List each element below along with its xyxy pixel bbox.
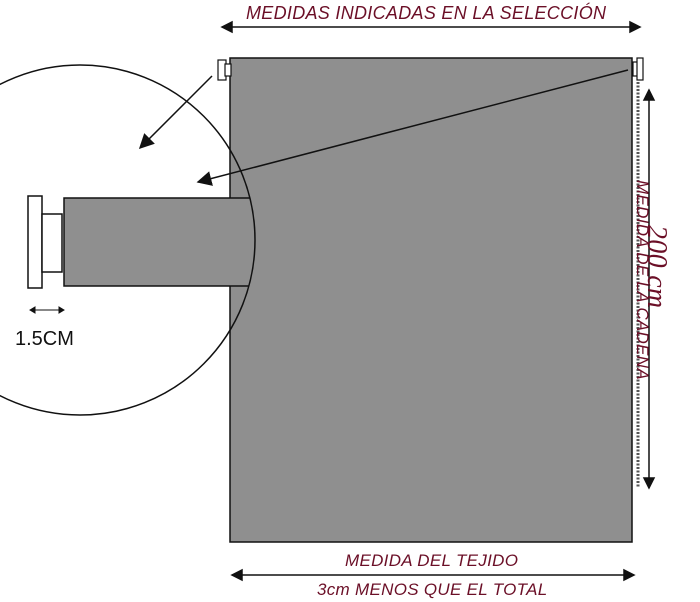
pointer-arrow-to-detail [138, 75, 213, 150]
right-bracket-icon [632, 57, 644, 81]
bracket-width-label: 1.5CM [15, 328, 74, 350]
fabric-note-label: 3cm MENOS QUE EL TOTAL [317, 580, 548, 599]
top-dimension-arrow [220, 20, 642, 34]
fabric-measure-label: MEDIDA DEL TEJIDO [345, 551, 519, 570]
detail-bracket-icon [27, 195, 63, 289]
chain-dimension-arrow [642, 88, 656, 490]
left-bracket-icon [217, 59, 232, 81]
top-measure-label: MEDIDAS INDICADAS EN LA SELECCIÓN [246, 3, 607, 23]
blind-fabric [229, 57, 633, 543]
detail-magnifier [0, 64, 256, 416]
bottom-dimension-arrow [230, 568, 636, 582]
bracket-width-arrow [29, 306, 65, 314]
pointer-arrow-from-right-bracket [196, 69, 629, 186]
chain-measure-label: MEDIDA DE LA CADENA [633, 180, 652, 380]
